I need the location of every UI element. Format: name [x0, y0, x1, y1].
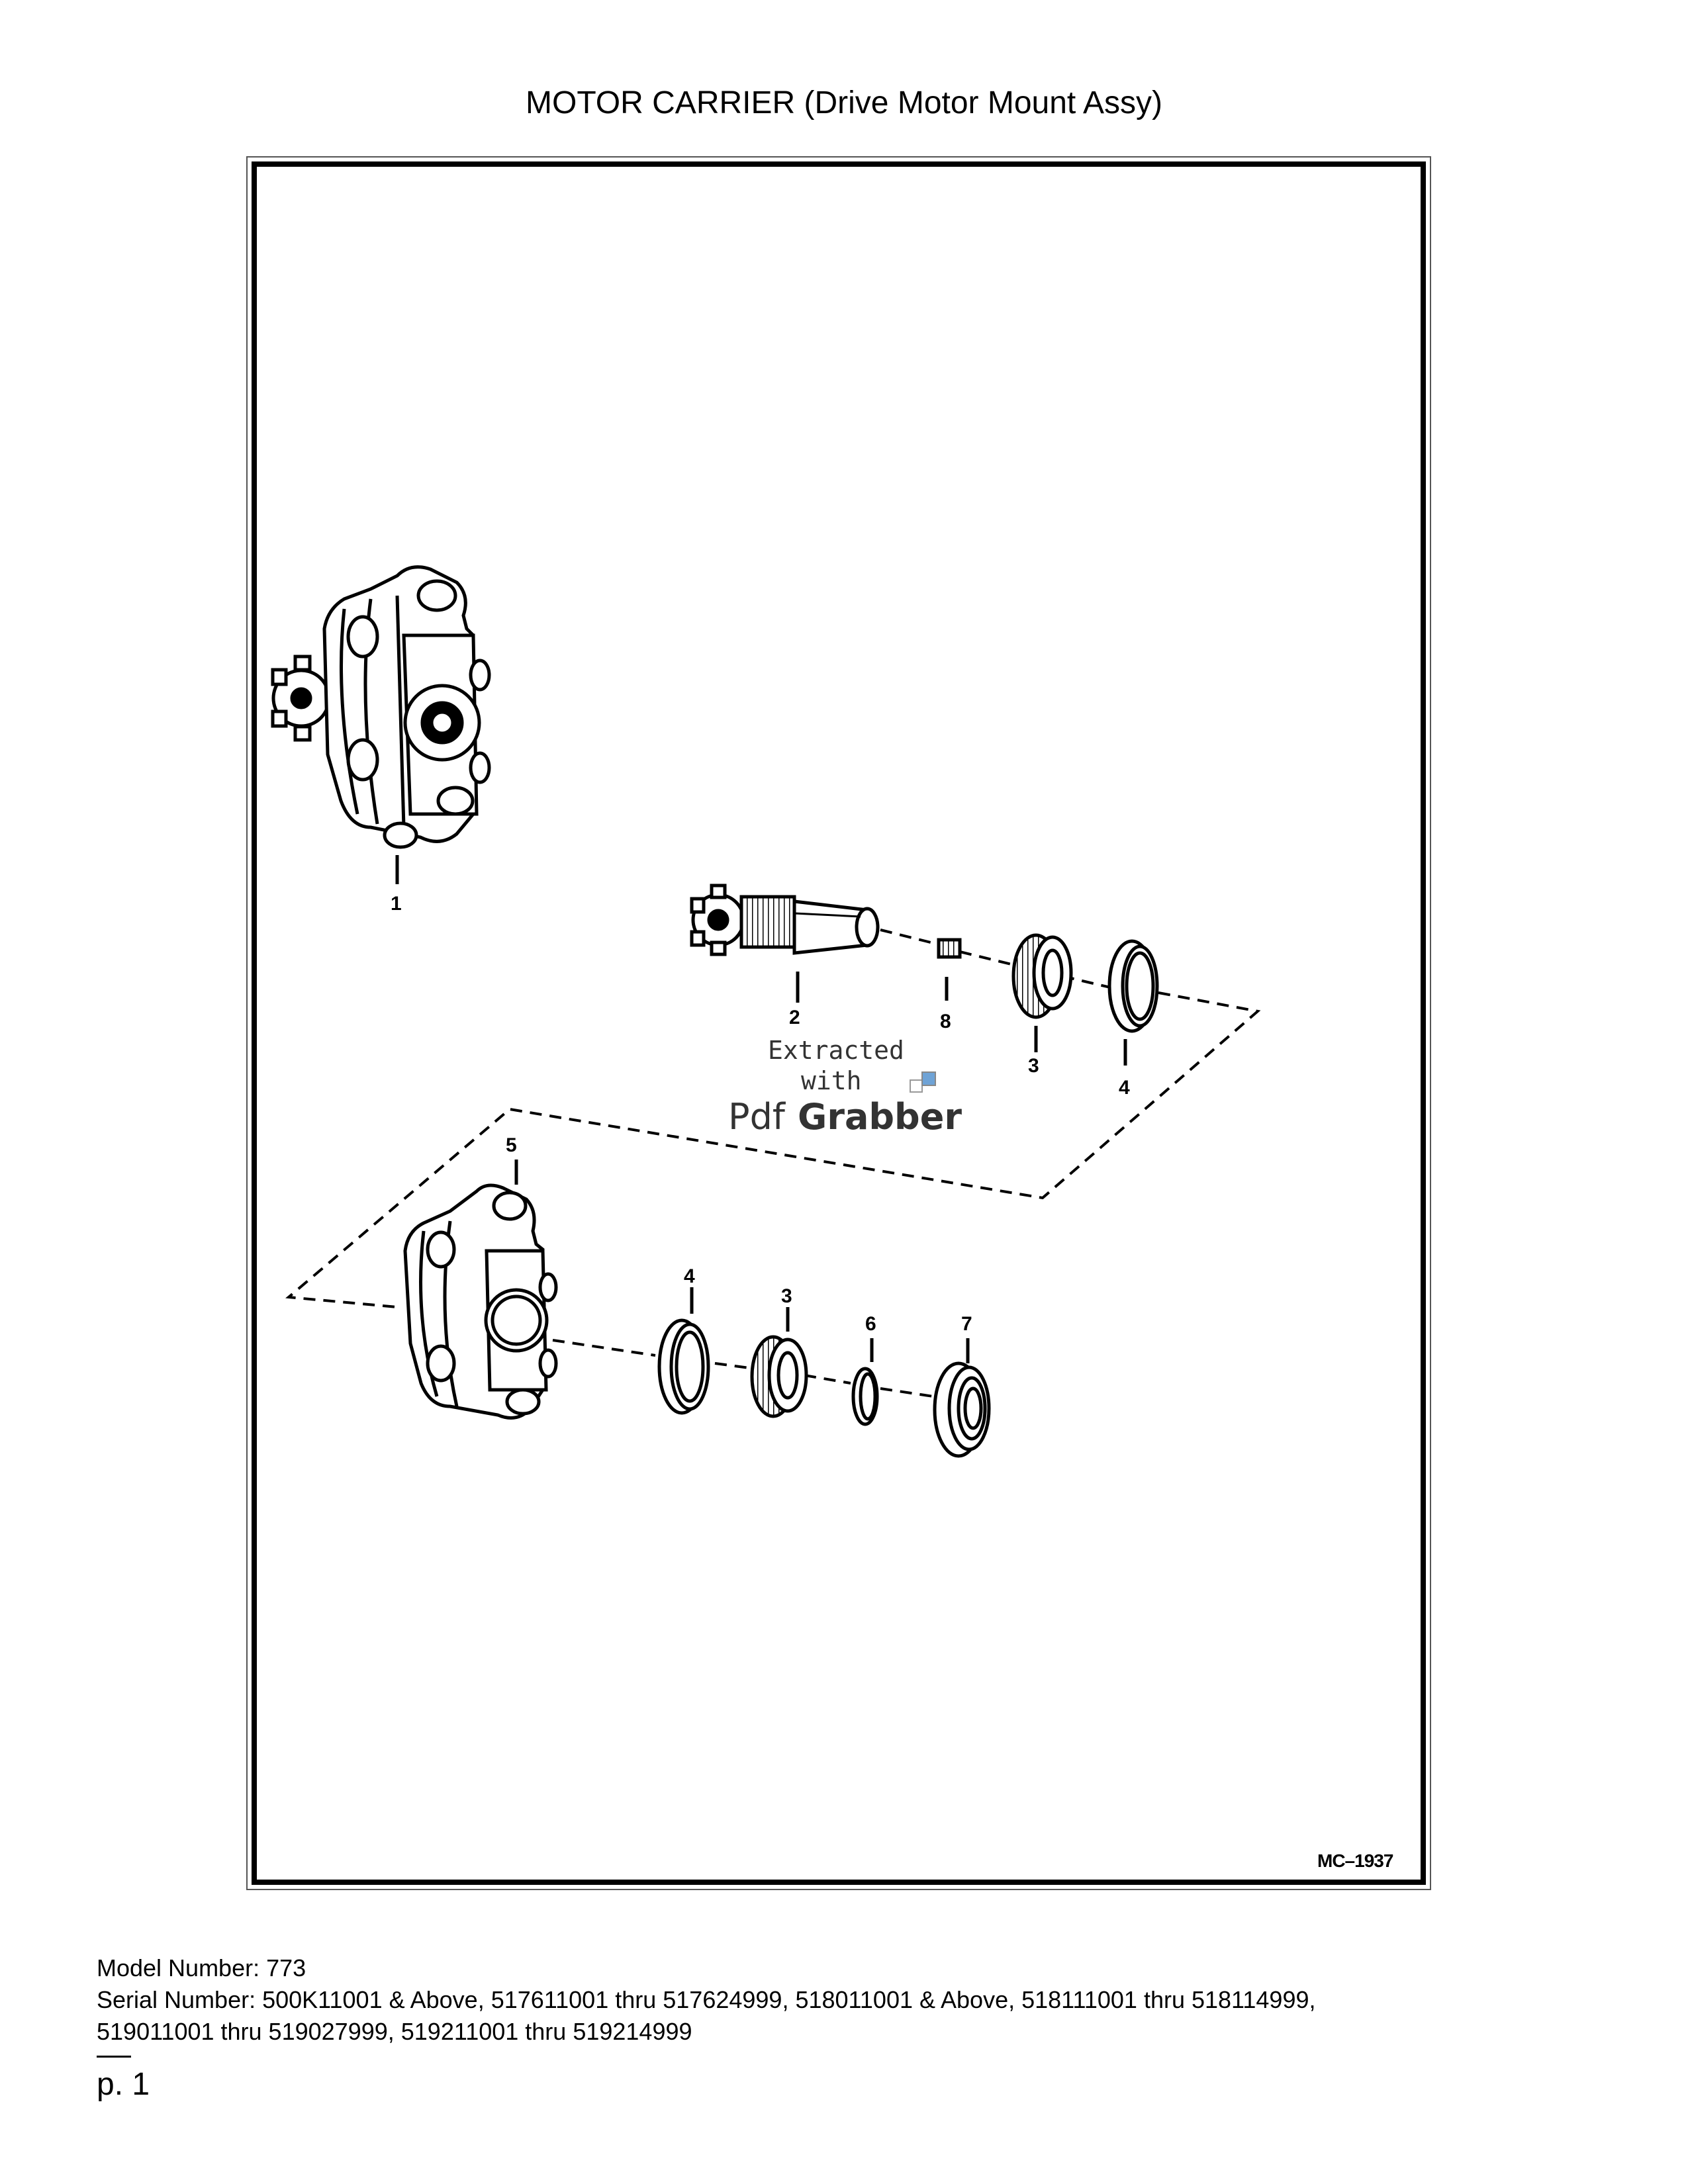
drawing-code: MC–1937 [1317, 1850, 1393, 1871]
callout-5: 5 [506, 1134, 517, 1156]
serial-number-line1: Serial Number: 500K11001 & Above, 517611… [97, 1986, 1316, 2013]
sprocket-icon [271, 655, 331, 742]
callout-4-lower: 4 [684, 1265, 695, 1287]
part-4-bearing-cup-upper [1107, 939, 1159, 1066]
watermark-brand-a: Pdf [728, 1096, 786, 1138]
serial-number-line2: 519011001 thru 519027999, 519211001 thru… [97, 2018, 692, 2045]
watermark-logo-icon [910, 1071, 936, 1093]
part-1-motor-carrier-assembly [271, 565, 491, 884]
callout-6: 6 [865, 1313, 876, 1335]
model-number: Model Number: 773 [97, 1954, 306, 1981]
callout-2: 2 [789, 1007, 800, 1028]
lower-axis-dashed-line [552, 1339, 934, 1398]
callout-8: 8 [940, 1011, 951, 1032]
watermark-line1: Extracted [768, 1036, 904, 1065]
model-info: Model Number: 773 Serial Number: 500K110… [97, 1952, 1316, 2048]
callout-7: 7 [961, 1313, 972, 1335]
page-title: MOTOR CARRIER (Drive Motor Mount Assy) [526, 85, 1162, 120]
part-3-bearing-cone-lower [750, 1307, 808, 1418]
watermark-line2: with [801, 1066, 862, 1095]
callout-3-lower: 3 [781, 1285, 792, 1307]
part-5-motor-carrier-housing [403, 1160, 558, 1420]
part-2-sprocket-shaft [690, 884, 880, 1003]
pdfgrabber-watermark: Extracted with Pdf Grabber [728, 1036, 962, 1138]
callout-3-upper: 3 [1028, 1055, 1039, 1077]
callout-4-upper: 4 [1119, 1077, 1130, 1099]
part-7-seal [933, 1338, 991, 1458]
exploded-parts-diagram: 1 2 8 3 4 [271, 565, 1261, 1458]
diagram-frame-outer [246, 156, 1431, 1890]
page-number: p. 1 [97, 2067, 150, 2102]
part-8-set-screw [937, 938, 962, 1001]
diagram-frame [252, 161, 1426, 1885]
part-4-bearing-cup-lower [657, 1287, 710, 1415]
callout-1: 1 [391, 893, 402, 915]
page-rule [97, 2056, 131, 2058]
part-3-bearing-cone-upper [1011, 933, 1073, 1052]
watermark-brand-b: Grabber [798, 1096, 962, 1138]
part-6-retaining-ring [851, 1338, 879, 1426]
